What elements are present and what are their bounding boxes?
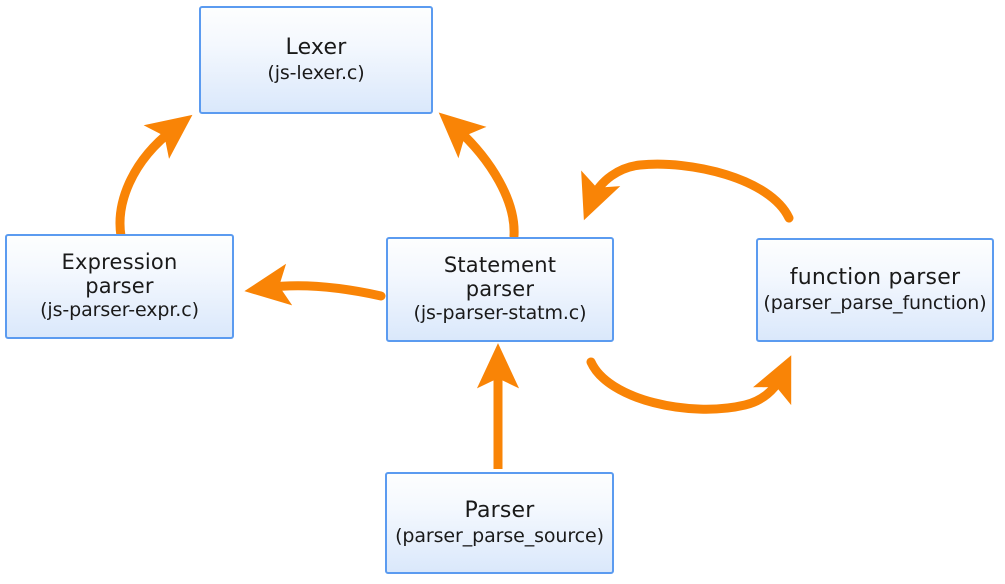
- node-parser-subtitle: (parser_parse_source): [395, 524, 604, 547]
- node-statement-parser-title: Statement: [443, 253, 557, 278]
- node-function-parser-subtitle: (parser_parse_function): [763, 291, 987, 314]
- node-expression-parser-subtitle: (js-parser-expr.c): [40, 299, 199, 322]
- node-expression-parser[interactable]: Expression parser (js-parser-expr.c): [5, 234, 234, 339]
- node-expression-parser-title-line2: parser: [85, 273, 154, 298]
- node-parser-title: Parser: [464, 498, 535, 524]
- edge-expression-to-lexer: [115, 114, 193, 241]
- node-lexer-title: Lexer: [285, 35, 347, 61]
- node-statement-parser[interactable]: Statement parser (js-parser-statm.c): [386, 237, 614, 342]
- edge-function-to-statement: [581, 159, 794, 223]
- node-expression-parser-title: Expression: [61, 250, 178, 275]
- node-function-parser-title: function parser: [789, 265, 961, 291]
- edge-statement-to-lexer: [438, 112, 519, 241]
- node-statement-parser-title-line2: parser: [465, 276, 535, 301]
- edge-statement-to-function: [586, 355, 792, 414]
- edge-statement-to-expression: [244, 263, 386, 306]
- node-lexer[interactable]: Lexer (js-lexer.c): [199, 6, 433, 114]
- node-function-parser[interactable]: function parser (parser_parse_function): [756, 238, 994, 342]
- node-lexer-subtitle: (js-lexer.c): [267, 61, 365, 84]
- node-statement-parser-subtitle: (js-parser-statm.c): [413, 302, 587, 325]
- node-parser[interactable]: Parser (parser_parse_source): [385, 472, 614, 574]
